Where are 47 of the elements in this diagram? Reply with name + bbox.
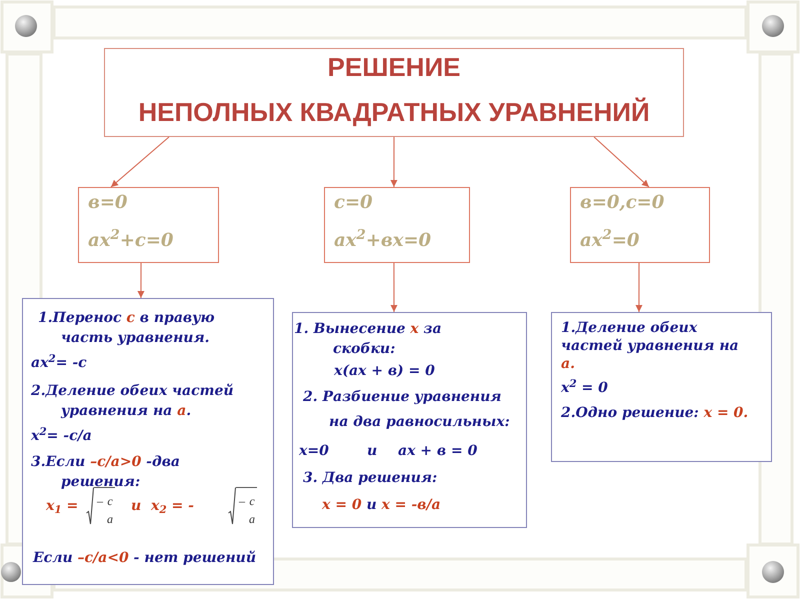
condition-box [324, 187, 470, 263]
title-text: РЕШЕНИЕ [328, 52, 460, 82]
formula-text: a [107, 513, 113, 525]
formula-text: x$_{1}$ = [46, 497, 78, 516]
formula-text: и [131, 497, 142, 516]
formula-text: – [239, 495, 245, 507]
formula-text: ax + в = 0 [398, 442, 478, 461]
step-text: 1. Вынесение x за скобки: [294, 320, 443, 359]
formula-text: c [107, 495, 113, 507]
solution-steps-box [551, 312, 772, 462]
condition-text: ax$^{2}$+c=0 [88, 229, 174, 253]
step-text: 2.Одно решение: x = 0. [561, 404, 748, 423]
condition-text: в=0 [88, 191, 128, 215]
condition-text: c=0 [334, 191, 373, 215]
arrow [390, 136, 398, 188]
title-box [104, 48, 684, 137]
condition-text: ax$^{2}$+вx=0 [334, 229, 432, 253]
title-text: НЕПОЛНЫХ КВАДРАТНЫХ УРАВНЕНИЙ [138, 97, 650, 127]
step-text: Если –c/a<0 - нет решений [33, 549, 256, 568]
formula-text: a [249, 513, 255, 525]
condition-box [78, 187, 219, 263]
solution-steps-box [292, 312, 527, 528]
formula-text: и [367, 442, 378, 461]
condition-text: ax$^{2}$=0 [580, 229, 640, 253]
solution-steps-box [22, 298, 274, 585]
step-text: x = 0 и x = -в/a [322, 496, 441, 515]
step-text: ax$^{2}$= -c [31, 353, 87, 373]
step-text: 1.Деление обеих частей уравнения на a. [561, 319, 740, 373]
arrow [390, 262, 398, 312]
step-text: x$^{2}$ = 0 [561, 378, 608, 398]
formula-text: x$_{2}$ = - [151, 497, 194, 516]
condition-box [570, 187, 710, 263]
arrow [137, 262, 144, 298]
formula-text: c [249, 495, 255, 507]
step-text: 3. Два решения: [303, 469, 438, 488]
arrow [594, 136, 650, 188]
formula-text: – [97, 495, 103, 507]
arrow [110, 136, 170, 188]
step-text: 1.Перенос c в правую часть уравнения. [38, 309, 216, 348]
arrow [635, 262, 642, 312]
step-text: x(ax + в) = 0 [334, 362, 435, 381]
step-text: x$^{2}$= -c/a [31, 426, 92, 446]
condition-text: в=0,c=0 [580, 191, 664, 215]
step-text: 2. Разбиение уравнения на два равносильных: [303, 388, 511, 432]
formula-text: x=0 [299, 442, 329, 461]
step-text: 3.Если –c/a>0 -два решения: [31, 453, 181, 492]
step-text: 2.Деление обеих частей уравнения на a. [31, 382, 235, 421]
